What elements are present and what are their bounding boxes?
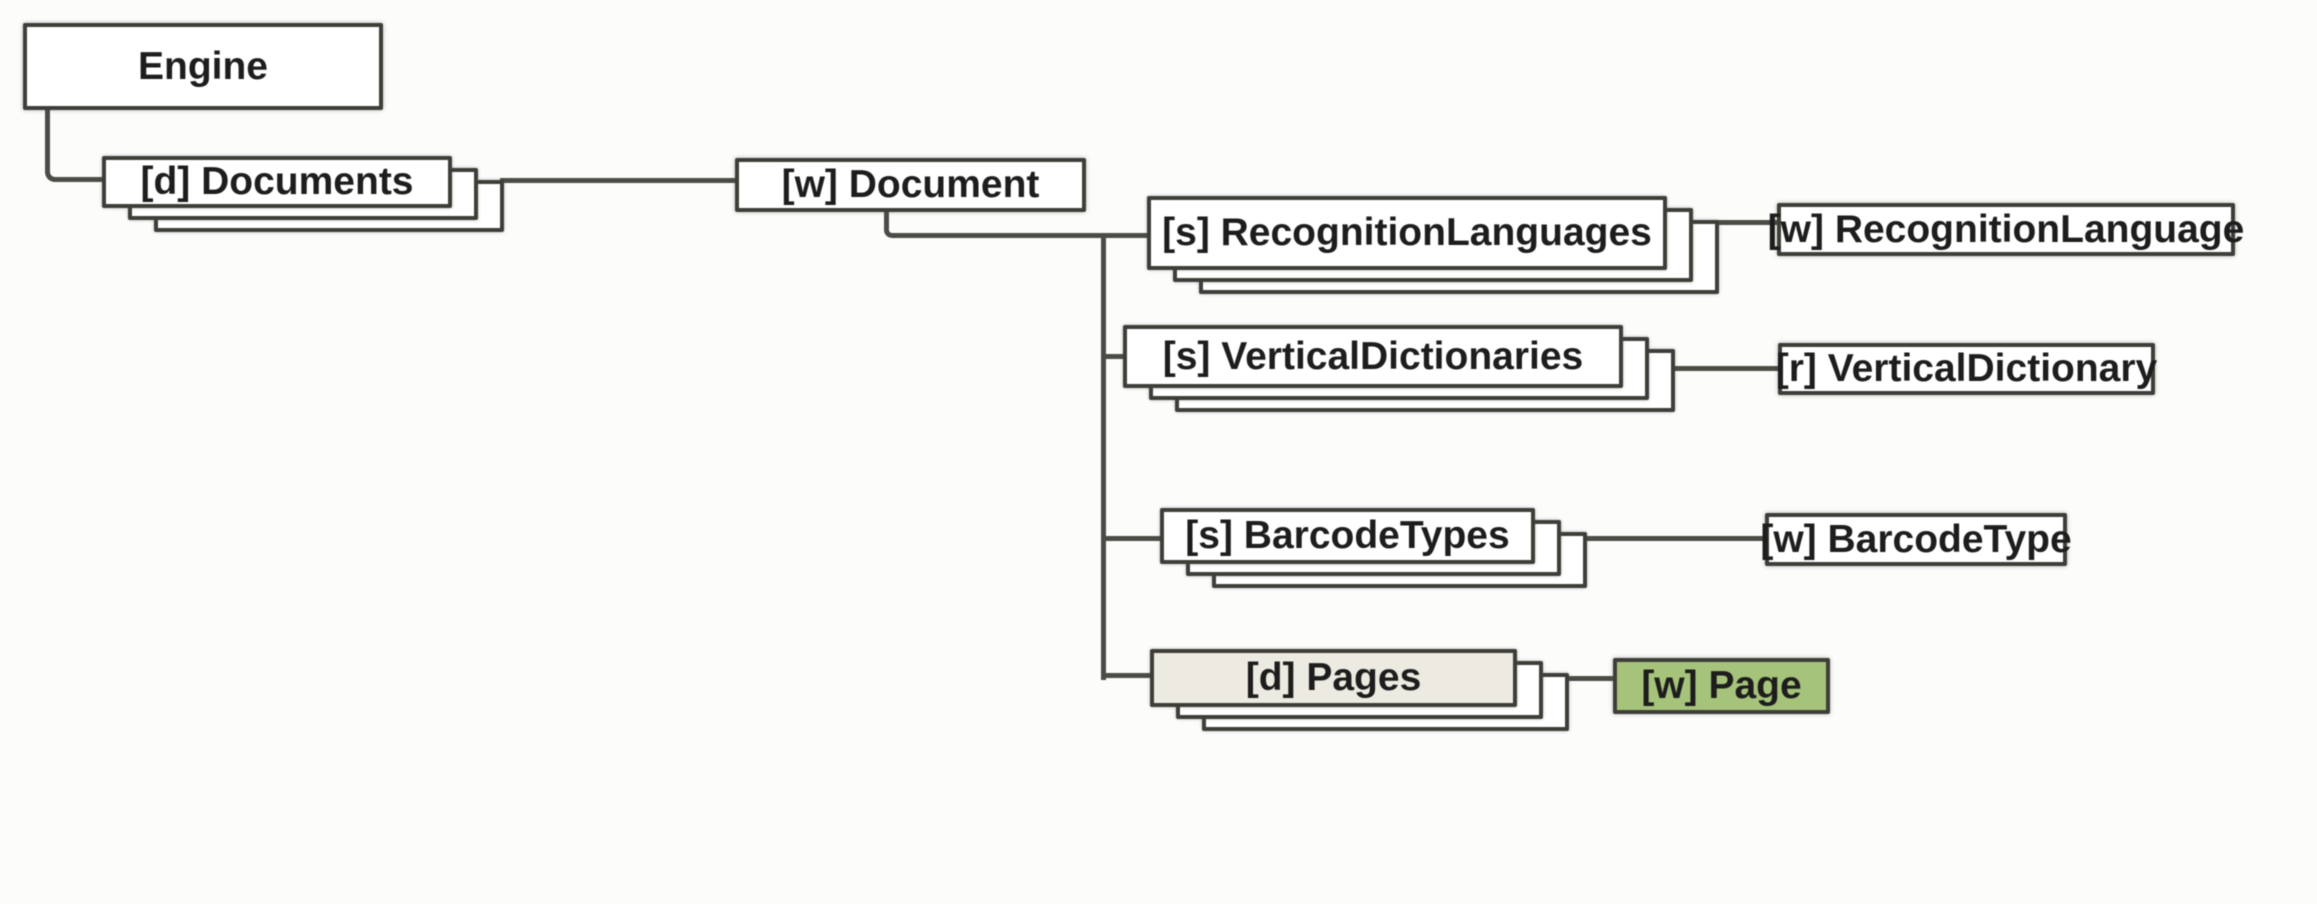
branch-pages <box>1101 673 1152 678</box>
connector-barcodetypes-item <box>1583 536 1767 541</box>
node-vertical-dictionaries-label: [s] VerticalDictionaries <box>1123 325 1623 388</box>
connector-engine-documents <box>45 110 102 182</box>
node-documents-label: [d] Documents <box>102 156 452 208</box>
connector-recognitionlanguages-item <box>1714 220 1779 225</box>
node-pages-label: [d] Pages <box>1150 649 1517 707</box>
node-page: [w] Page <box>1613 658 1830 714</box>
branch-vertical-dictionaries <box>1101 354 1125 359</box>
node-vertical-dictionary: [r] VerticalDictionary <box>1776 343 2157 395</box>
node-barcode-type: [w] BarcodeType <box>1760 513 2072 566</box>
node-engine: Engine <box>23 23 383 110</box>
connector-pages-item <box>1563 676 1615 681</box>
connector-children-trunk <box>1101 233 1106 680</box>
connector-documents-document <box>500 178 735 183</box>
node-recognition-languages-label: [s] RecognitionLanguages <box>1147 196 1667 270</box>
node-barcode-types-label: [s] BarcodeTypes <box>1160 508 1535 564</box>
connector-verticaldictionaries-item <box>1670 366 1780 371</box>
node-document: [w] Document <box>735 158 1086 212</box>
connector-document-children <box>884 212 1148 238</box>
node-recognition-language: [w] RecognitionLanguage <box>1768 203 2244 256</box>
branch-barcode-types <box>1101 536 1162 541</box>
